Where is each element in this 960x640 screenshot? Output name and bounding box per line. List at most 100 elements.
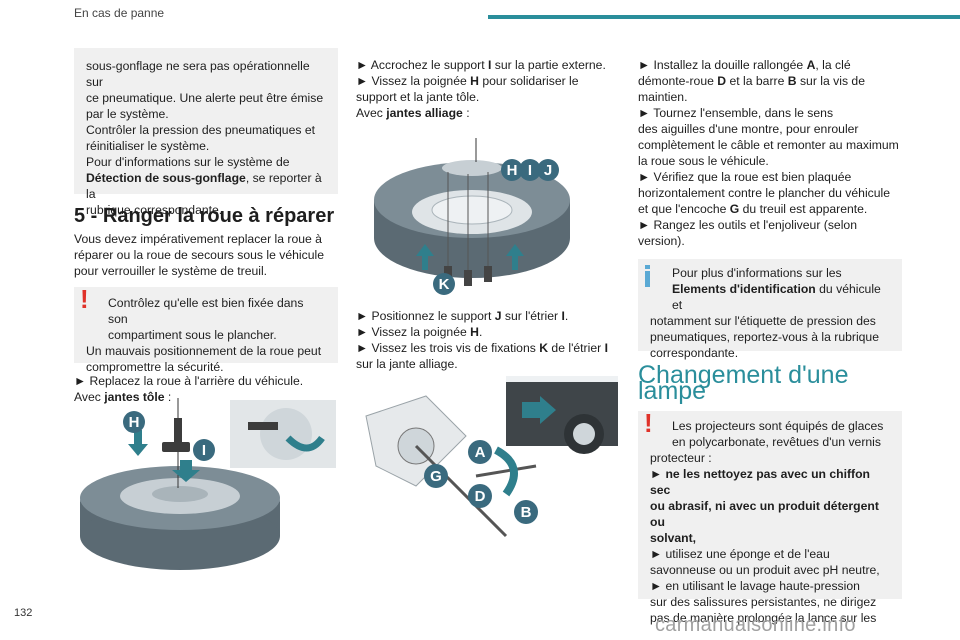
text-line: en polycarbonate, revêtues d'un vernis bbox=[672, 435, 881, 449]
text-line: ► Installez la douille rallongée A, la c… bbox=[638, 57, 902, 73]
text-line: Vous devez impérativement replacer la ro… bbox=[74, 232, 322, 246]
text-line: réinitialiser le système. bbox=[86, 139, 210, 153]
text-line: Un mauvais positionnement de la roue peu… bbox=[86, 344, 322, 358]
text-span: sur la vis de bbox=[796, 74, 865, 88]
text-line: version). bbox=[638, 234, 685, 248]
text-line: ► Vissez la poignée H pour solidariser l… bbox=[356, 73, 618, 89]
column-2-steps: ► Positionnez le support J sur l'étrier … bbox=[356, 308, 618, 372]
arrow-up-icon bbox=[416, 244, 434, 270]
page-number: 132 bbox=[14, 607, 33, 619]
info-icon bbox=[645, 265, 650, 287]
bold-term: Elements d'identification bbox=[672, 282, 816, 296]
text-line: Elements d'identification du véhicule et bbox=[650, 281, 890, 313]
callout-label: I bbox=[528, 162, 532, 179]
callout-label: H bbox=[129, 414, 140, 431]
text-line: Contrôlez qu'elle est bien fixée dans so… bbox=[108, 296, 304, 326]
text-span: ► Installez la douille rallongée bbox=[638, 58, 807, 72]
text-line: maintien. bbox=[638, 90, 688, 104]
callout-g bbox=[424, 464, 448, 488]
alloy-wheel-figure: H I J K bbox=[374, 138, 570, 295]
callout-b bbox=[514, 500, 538, 524]
rotate-arrow-icon bbox=[285, 435, 325, 452]
text-span: : bbox=[462, 106, 470, 120]
text-span: et la barre bbox=[726, 74, 788, 88]
rotate-arrow-icon bbox=[493, 446, 518, 497]
text-line: sur des salissures persistantes, ne diri… bbox=[650, 595, 877, 609]
text-line: sur la jante alliage. bbox=[356, 357, 458, 371]
text-line: ou abrasif, ni avec un produit détergent… bbox=[650, 498, 890, 530]
section-heading: 5 - Ranger la roue à réparer bbox=[74, 205, 335, 227]
arrow-right-icon bbox=[522, 396, 556, 424]
callout-a bbox=[468, 440, 492, 464]
arrow-up-icon bbox=[506, 244, 524, 270]
callout-label: I bbox=[202, 442, 206, 459]
text-line: la roue sous le véhicule. bbox=[638, 154, 769, 168]
text-line: Détection de sous-gonflage, se reporter … bbox=[86, 170, 326, 202]
bold-term: J bbox=[494, 309, 502, 323]
callout-d bbox=[468, 484, 492, 508]
text-line: sous-gonflage ne sera pas opérationnelle… bbox=[86, 59, 310, 89]
text-span: pour solidariser le bbox=[478, 74, 579, 88]
bold-term: solvant, bbox=[650, 531, 697, 545]
callout-label: G bbox=[430, 468, 442, 485]
callout-label: K bbox=[439, 276, 450, 293]
text-line: horizontalement contre le plancher du vé… bbox=[638, 186, 891, 200]
screw-k bbox=[484, 266, 492, 282]
hub-shape bbox=[152, 486, 208, 502]
text-span: , se reporter à la bbox=[86, 171, 322, 201]
text-span: de l'étrier bbox=[548, 341, 605, 355]
bold-term: K bbox=[539, 341, 549, 355]
vehicle-rim bbox=[573, 423, 595, 445]
continued-note-box: sous-gonflage ne sera pas opérationnelle… bbox=[74, 48, 338, 217]
text-line: des aiguilles d'une montre, pour enroule… bbox=[638, 122, 859, 136]
text-span: ► Vissez les trois vis de fixations bbox=[356, 341, 540, 355]
callout-label: B bbox=[521, 504, 532, 521]
text-line: ► ne les nettoyez pas avec un chiffon se… bbox=[650, 466, 890, 498]
text-line: pour verrouiller le système de treuil. bbox=[74, 264, 268, 278]
bold-term: Détection de sous-gonflage bbox=[86, 171, 246, 185]
text-line: ► Vérifiez que la roue est bien plaquée bbox=[638, 170, 852, 184]
warning-box: ! Les projecteurs sont équipés de glaces… bbox=[638, 410, 902, 625]
winch-tools-figure: A G D B bbox=[365, 376, 618, 538]
text-line: protecteur : bbox=[650, 451, 712, 465]
text-line: ► Replacez la roue à l'arrière du véhicu… bbox=[74, 374, 304, 388]
arrow-down-icon bbox=[172, 460, 200, 482]
text-span: sur la partie externe. bbox=[491, 58, 606, 72]
text-line: Les projecteurs sont équipés de glaces bbox=[672, 419, 884, 433]
callout-h bbox=[501, 159, 523, 181]
screw-k bbox=[464, 270, 472, 286]
text-span: ► Accrochez le support bbox=[356, 58, 488, 72]
alloy-spokes bbox=[431, 195, 513, 225]
bold-term: H bbox=[470, 325, 479, 339]
text-line: ► Tournez l'ensemble, dans le sens bbox=[638, 106, 834, 120]
bold-term: D bbox=[717, 74, 727, 88]
callout-i bbox=[193, 439, 215, 461]
bold-term: I bbox=[487, 58, 492, 72]
callout-h bbox=[123, 411, 145, 433]
text-span: et que l'encoche bbox=[638, 202, 730, 216]
text-span: ► Vissez la poignée bbox=[356, 74, 471, 88]
handle-shape bbox=[174, 418, 182, 446]
text-line: compromettre la sécurité. bbox=[86, 360, 224, 374]
text-line: ► Rangez les outils et l'enjoliveur (sel… bbox=[638, 218, 857, 232]
text-line: réparer ou la roue de secours sous le vé… bbox=[74, 248, 324, 262]
text-span: du treuil est apparente. bbox=[739, 202, 868, 216]
text-line: complètement le câble et remonter au max… bbox=[638, 138, 899, 152]
page-header: En cas de panne bbox=[0, 0, 960, 40]
text-span: : bbox=[164, 390, 172, 404]
callout-i bbox=[519, 159, 541, 181]
steel-wheel-figure: H I bbox=[80, 398, 336, 570]
watermark: carmanualsonline.info bbox=[655, 614, 856, 636]
text-line: démonte-roue D et la barre B sur la vis … bbox=[638, 73, 902, 89]
text-span: ► Vissez la poignée bbox=[356, 325, 471, 339]
text-line: Contrôler la pression des pneumatiques e… bbox=[86, 123, 315, 137]
text-line: ► Positionnez le support J sur l'étrier … bbox=[356, 308, 618, 324]
bold-term: ou abrasif, ni avec un produit détergent… bbox=[650, 499, 879, 529]
text-line: ce pneumatique. Une alerte peut être émi… bbox=[86, 91, 324, 105]
bold-term: I bbox=[561, 309, 565, 323]
text-line: correspondante. bbox=[650, 346, 739, 360]
text-line: support et la jante tôle. bbox=[356, 90, 480, 104]
header-accent-bar bbox=[488, 15, 960, 19]
text-line: Avec jantes alliage : bbox=[356, 105, 618, 121]
text-line: pas de manière prolongée la lance sur le… bbox=[650, 611, 877, 625]
